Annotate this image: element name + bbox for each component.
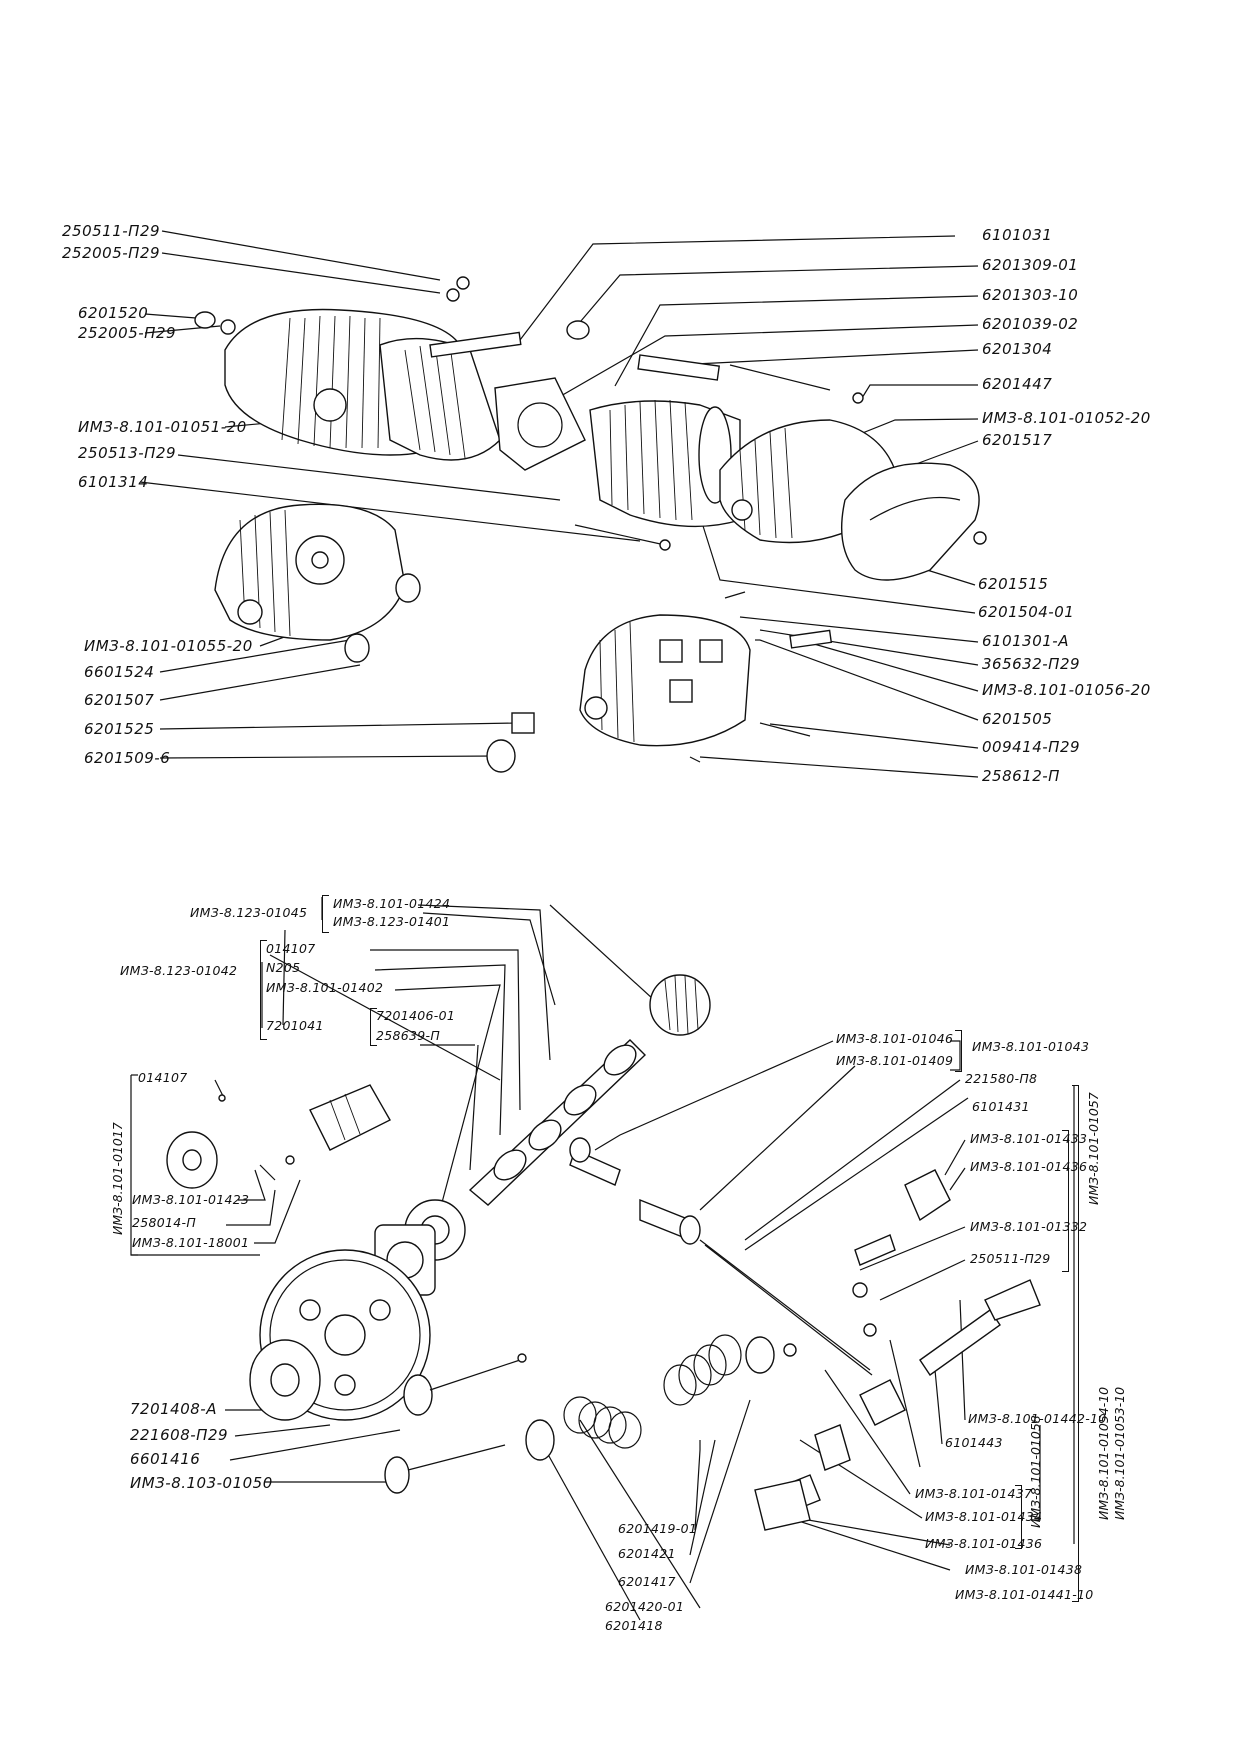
label-imz-01053-10: ИМЗ-8.101-01053-10 (1112, 1386, 1127, 1520)
label-6201509-6: 6201509-6 (84, 749, 171, 767)
label-6101443: 6101443 (945, 1435, 1003, 1450)
label-6201515: 6201515 (978, 575, 1049, 593)
bracket-01042 (260, 940, 267, 1040)
label-imz-01051-20: ИМЗ-8.101-01051-20 (78, 418, 247, 436)
label-221580-p8: 221580-П8 (965, 1071, 1038, 1086)
label-imz-01437: ИМЗ-8.101-01437 (915, 1486, 1033, 1501)
label-imz-01332: ИМЗ-8.101-01332 (970, 1219, 1088, 1234)
label-258612-p: 258612-П (982, 767, 1060, 785)
label-imz-01434: ИМЗ-8.101-01434 (925, 1509, 1043, 1524)
bracket-right-vertical (1072, 1085, 1079, 1602)
label-221608-p29: 221608-П29 (130, 1426, 229, 1444)
label-6201517: 6201517 (982, 431, 1053, 449)
label-6201418: 6201418 (605, 1618, 663, 1633)
label-imz-01052-20: ИМЗ-8.101-01052-20 (982, 409, 1151, 427)
label-imz-01433: ИМЗ-8.101-01433 (970, 1131, 1088, 1146)
label-imz-01424: ИМЗ-8.101-01424 (333, 896, 451, 911)
label-6201417: 6201417 (618, 1574, 676, 1589)
label-imz-18001: ИМЗ-8.101-18001 (132, 1235, 250, 1250)
label-group-01057: ИМЗ-8.101-01057 (1086, 1092, 1101, 1205)
bracket-01058 (1015, 1485, 1022, 1549)
label-imz-01436-a: ИМЗ-8.101-01436 (970, 1159, 1088, 1174)
label-6101031: 6101031 (982, 226, 1053, 244)
top-parts (194, 276, 987, 773)
label-imz-01409: ИМЗ-8.101-01409 (836, 1053, 954, 1068)
bottom-leader-lines (130, 897, 1075, 1621)
label-6201504-01: 6201504-01 (978, 603, 1075, 621)
label-n205: N205 (266, 960, 301, 975)
label-7201408-a: 7201408-А (130, 1400, 217, 1418)
label-6201039-02: 6201039-02 (982, 315, 1079, 333)
label-6201419-01: 6201419-01 (618, 1521, 698, 1536)
label-6201520: 6201520 (78, 304, 149, 322)
label-7201406-01: 7201406-01 (376, 1008, 456, 1023)
label-imz-01046: ИМЗ-8.101-01046 (836, 1031, 954, 1046)
bracket-01043 (955, 1030, 962, 1072)
label-250511-p29-b: 250511-П29 (970, 1251, 1051, 1266)
bracket-01045 (322, 895, 329, 933)
label-014107-a: 014107 (266, 941, 316, 956)
label-009414-p29: 009414-П29 (982, 738, 1081, 756)
label-7201041: 7201041 (266, 1018, 324, 1033)
label-6201303-10: 6201303-10 (982, 286, 1079, 304)
label-imz-01436-b: ИМЗ-8.101-01436 (925, 1536, 1043, 1551)
label-6601416: 6601416 (130, 1450, 201, 1468)
label-group-01045: ИМЗ-8.123-01045 (190, 905, 308, 920)
top-leader-lines (139, 230, 979, 778)
label-imz-01423: ИМЗ-8.101-01423 (132, 1192, 250, 1207)
label-014107-b: 014107 (138, 1070, 188, 1085)
label-6201421: 6201421 (618, 1546, 676, 1561)
label-365632-p29: 365632-П29 (982, 655, 1081, 673)
bracket-7201041 (370, 1008, 377, 1046)
label-6201505: 6201505 (982, 710, 1053, 728)
label-250513-p29: 250513-П29 (78, 444, 177, 462)
label-6101301-a: 6101301-А (982, 632, 1069, 650)
label-imz-01056-20: ИМЗ-8.101-01056-20 (982, 681, 1151, 699)
label-6201309-01: 6201309-01 (982, 256, 1079, 274)
bracket-01057 (1062, 1130, 1069, 1272)
label-imz-01054-10: ИМЗ-8.101-01054-10 (1096, 1386, 1111, 1520)
label-6201507: 6201507 (84, 691, 155, 709)
label-258014-p: 258014-П (132, 1215, 197, 1230)
label-6101431: 6101431 (972, 1099, 1030, 1114)
label-6201304: 6201304 (982, 340, 1053, 358)
label-258639-p: 258639-П (376, 1028, 441, 1043)
label-imz-01442-10: ИМЗ-8.101-01442-10 (968, 1411, 1107, 1426)
bottom-parts (166, 974, 1041, 1531)
label-6101314: 6101314 (78, 473, 149, 491)
label-imz-01438: ИМЗ-8.101-01438 (965, 1562, 1083, 1577)
label-imz-01055-20: ИМЗ-8.101-01055-20 (84, 637, 253, 655)
label-250511-p29: 250511-П29 (62, 222, 161, 240)
label-252005-p29-a: 252005-П29 (62, 244, 161, 262)
label-imz-8-103-01050: ИМЗ-8.103-01050 (130, 1474, 273, 1492)
label-imz-01441-10: ИМЗ-8.101-01441-10 (955, 1587, 1094, 1602)
label-6601524: 6601524 (84, 663, 155, 681)
label-252005-p29-b: 252005-П29 (78, 324, 177, 342)
label-6201525: 6201525 (84, 720, 155, 738)
label-imz-01402: ИМЗ-8.101-01402 (266, 980, 384, 995)
label-group-01043: ИМЗ-8.101-01043 (972, 1039, 1090, 1054)
label-6201420-01: 6201420-01 (605, 1599, 685, 1614)
label-6201447: 6201447 (982, 375, 1053, 393)
label-group-01017: ИМЗ-8.101-01017 (110, 1122, 125, 1235)
label-imz-01401: ИМЗ-8.123-01401 (333, 914, 451, 929)
label-group-01042: ИМЗ-8.123-01042 (120, 963, 238, 978)
